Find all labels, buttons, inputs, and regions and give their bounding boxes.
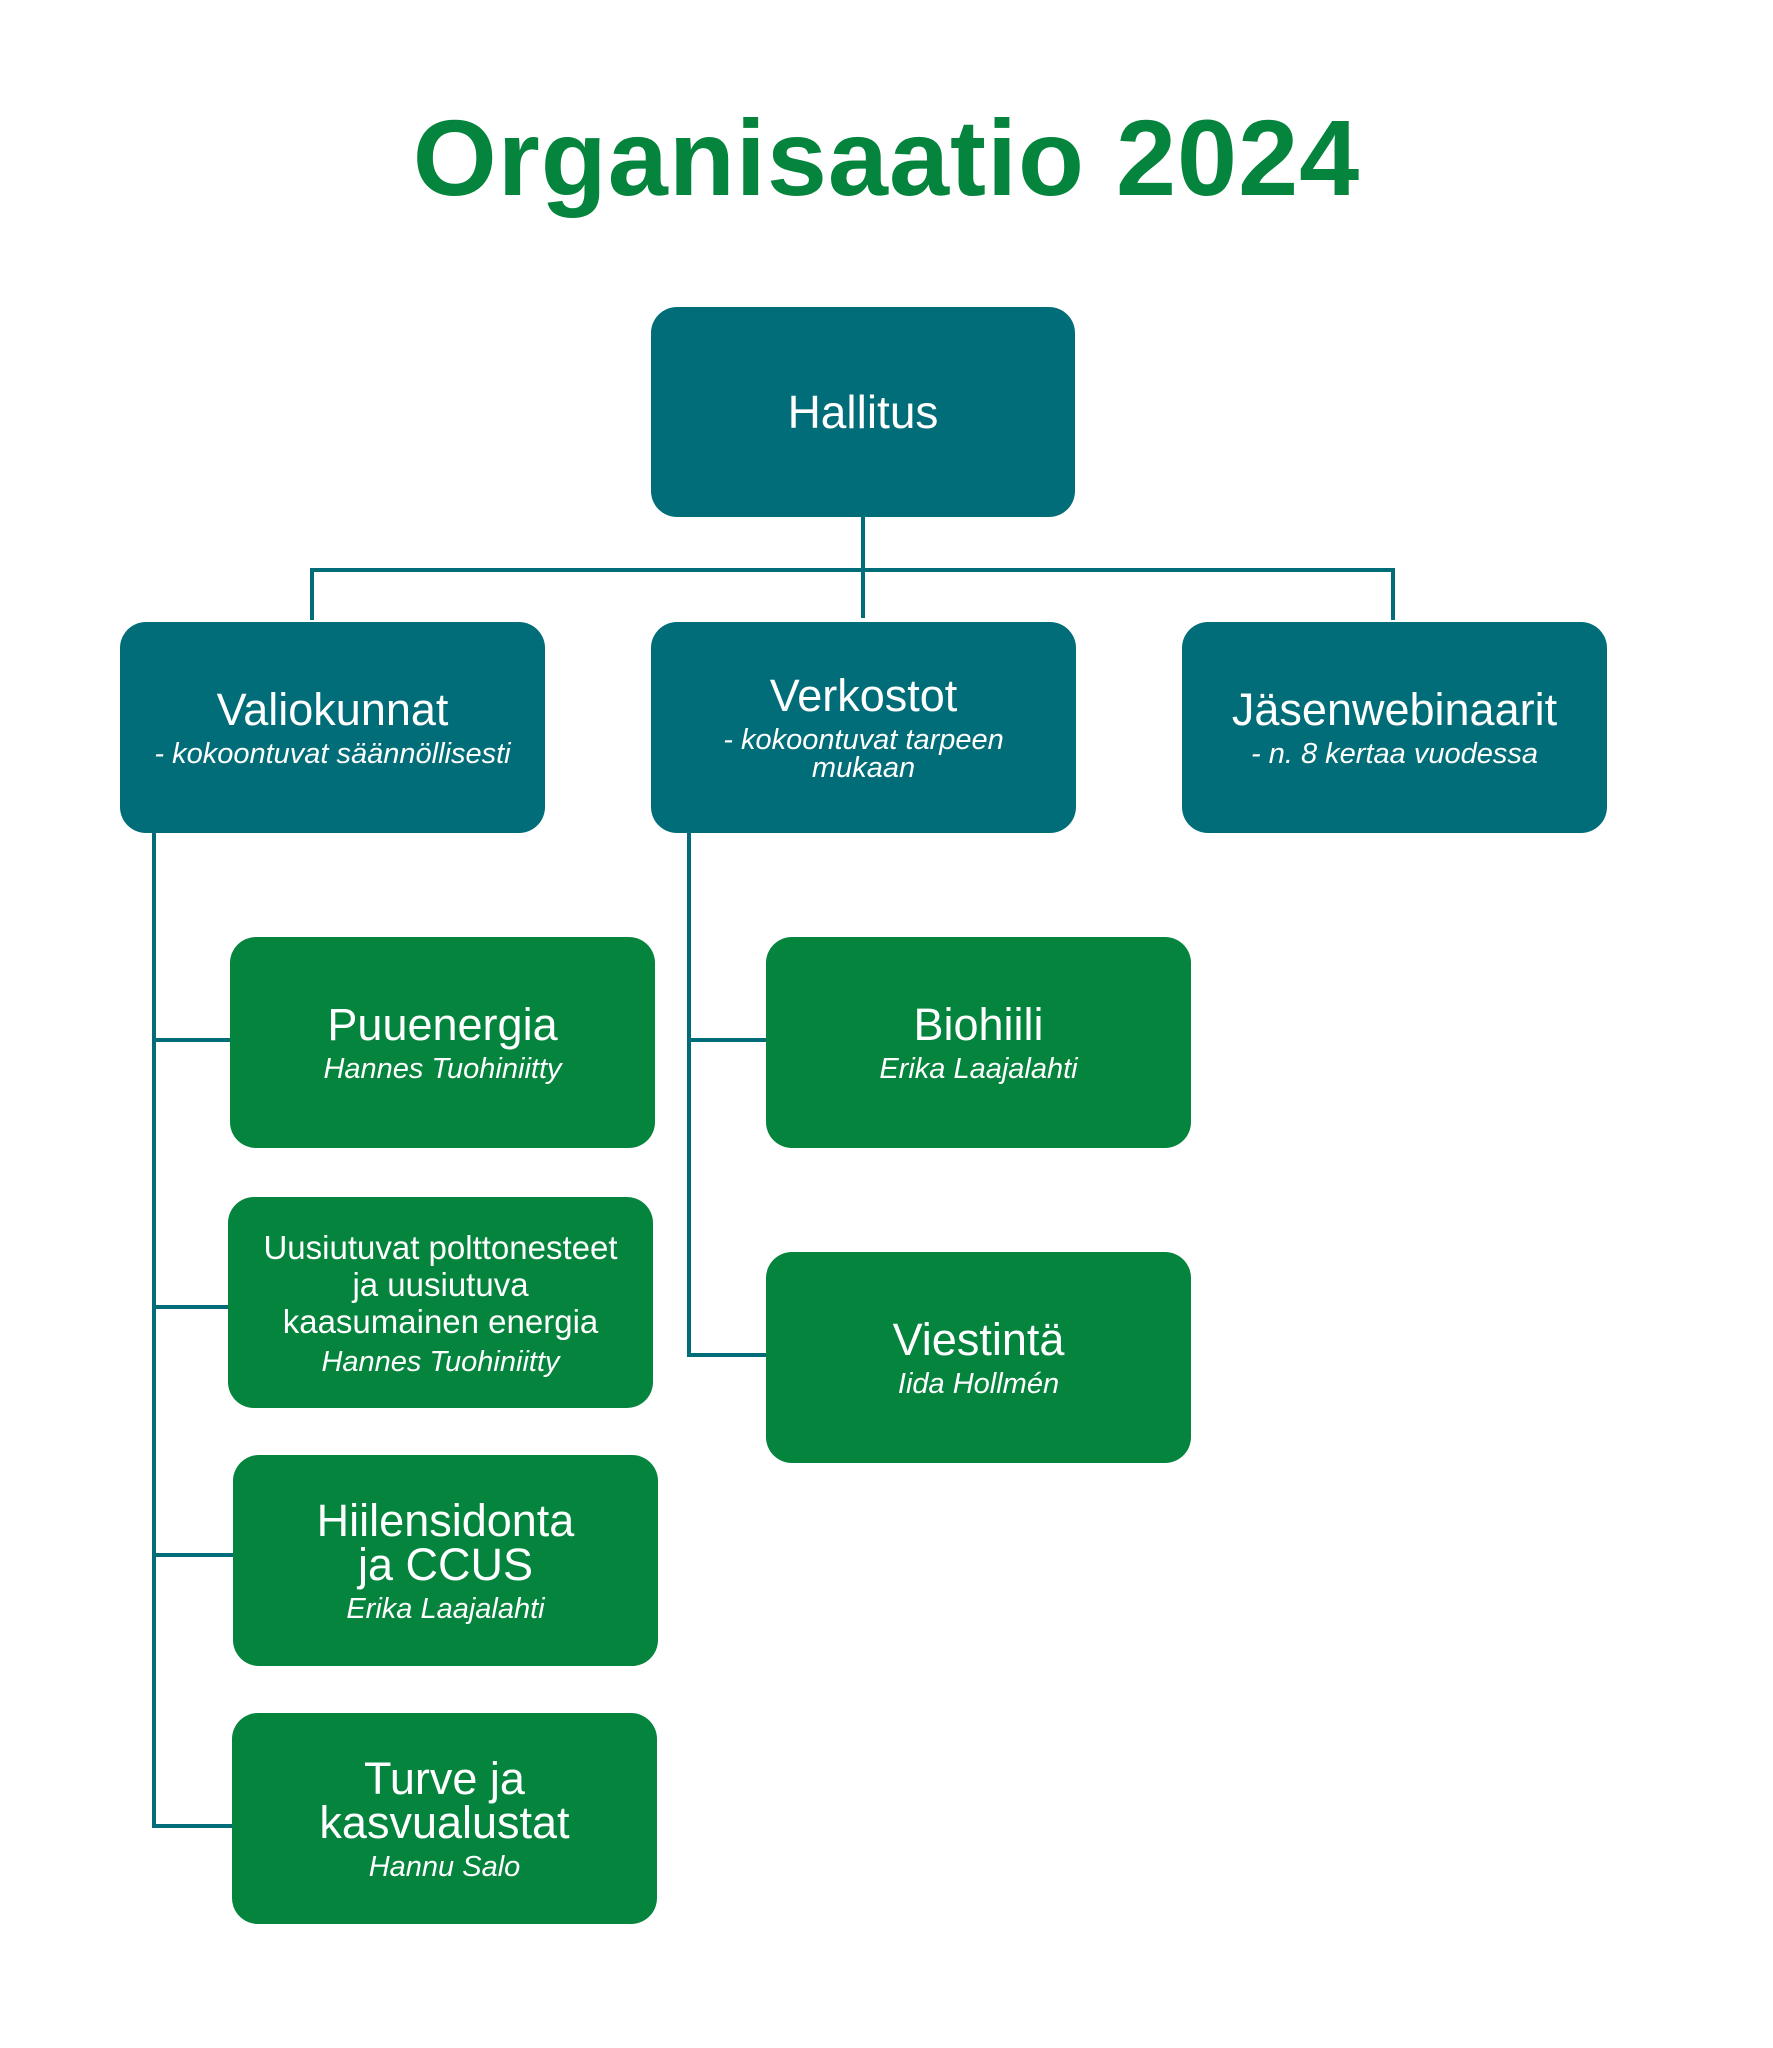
node-biohiili: Biohiili Erika Laajalahti <box>766 937 1191 1148</box>
node-label: Uusiutuvat polttonesteet ja uusiutuva ka… <box>263 1229 618 1340</box>
node-note: - kokoontuvat tarpeen mukaan <box>723 723 1004 784</box>
node-hiilensidonta: Hiilensidonta ja CCUS Erika Laajalahti <box>233 1455 658 1666</box>
node-label: Verkostot <box>769 669 958 721</box>
node-note: - n. 8 kertaa vuodessa <box>1251 737 1538 770</box>
node-label: Valiokunnat <box>216 683 449 735</box>
node-label: Viestintä <box>892 1313 1065 1365</box>
node-person: Iida Hollmén <box>897 1367 1060 1400</box>
node-viestinta: Viestintä Iida Hollmén <box>766 1252 1191 1463</box>
node-verkostot: Verkostot - kokoontuvat tarpeen mukaan <box>651 622 1076 833</box>
node-person: Hannes Tuohiniitty <box>321 1346 560 1378</box>
node-person: Hannu Salo <box>368 1850 521 1883</box>
node-jasenwebinaarit: Jäsenwebinaarit - n. 8 kertaa vuodessa <box>1182 622 1607 833</box>
page-title: Organisaatio 2024 <box>412 97 1361 218</box>
node-label: Turve ja kasvualustat <box>319 1752 570 1848</box>
node-label: Hallitus <box>787 386 939 438</box>
node-person: Hannes Tuohiniitty <box>323 1052 562 1085</box>
node-label: Puuenergia <box>327 998 558 1050</box>
node-hallitus: Hallitus <box>651 307 1075 517</box>
node-label: Biohiili <box>913 998 1044 1050</box>
node-label: Hiilensidonta ja CCUS <box>316 1494 575 1590</box>
node-note: - kokoontuvat säännöllisesti <box>154 737 511 770</box>
node-uusiutuvat: Uusiutuvat polttonesteet ja uusiutuva ka… <box>228 1197 653 1408</box>
node-valiokunnat: Valiokunnat - kokoontuvat säännöllisesti <box>120 622 545 833</box>
node-label: Jäsenwebinaarit <box>1231 683 1558 735</box>
node-puuenergia: Puuenergia Hannes Tuohiniitty <box>230 937 655 1148</box>
node-turve: Turve ja kasvualustat Hannu Salo <box>232 1713 657 1924</box>
node-person: Erika Laajalahti <box>879 1052 1078 1085</box>
node-person: Erika Laajalahti <box>346 1592 545 1625</box>
